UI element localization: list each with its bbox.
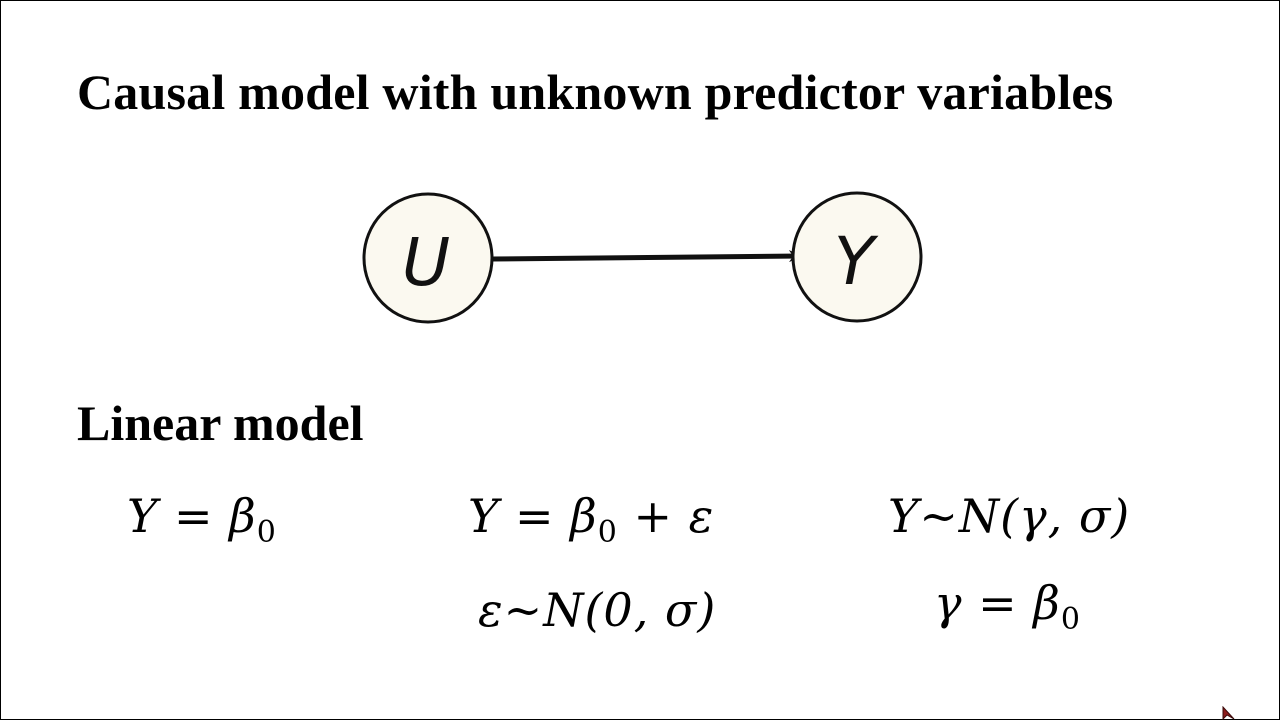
equation-deterministic: Y = β0 (127, 489, 277, 550)
node-y: Y (791, 191, 923, 323)
equation-with-error-subscript: 0 (597, 515, 618, 550)
equation-y-distribution: Y~N(γ, σ) (888, 489, 1131, 543)
node-y-circle (791, 191, 923, 323)
equation-gamma-lhs: γ = β (934, 576, 1061, 630)
equation-with-error-rhs: + ε (617, 489, 715, 543)
node-y-label: Y (834, 223, 879, 300)
node-u: U (362, 192, 494, 324)
edge-u-to-y (491, 250, 803, 263)
equation-with-error-lhs: Y = β (468, 489, 598, 543)
node-u-circle (362, 192, 494, 324)
equation-gamma-subscript: 0 (1060, 602, 1081, 637)
equation-deterministic-lhs: Y = β (127, 489, 257, 543)
equation-gamma: γ = β0 (934, 576, 1081, 637)
equation-error-distribution: ε~N(0, σ) (478, 583, 717, 637)
node-u-label: U (402, 224, 450, 301)
equation-deterministic-subscript: 0 (256, 515, 277, 550)
mouse-cursor-icon (1222, 706, 1235, 720)
equation-with-error: Y = β0 + ε (468, 489, 714, 550)
section-heading: Linear model (77, 395, 364, 451)
slide-title: Causal model with unknown predictor vari… (77, 64, 1114, 120)
